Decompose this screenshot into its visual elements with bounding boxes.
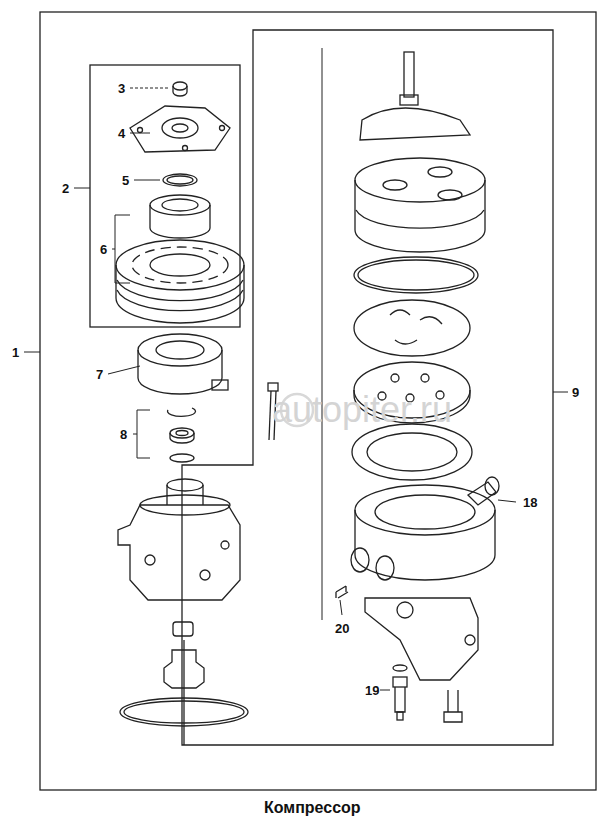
field-coil	[138, 334, 228, 394]
body-frame	[182, 30, 553, 745]
clutch-frame	[90, 65, 240, 327]
mount-parts	[336, 586, 478, 722]
leader-lines	[24, 88, 568, 690]
callout-number: 5	[122, 174, 129, 187]
valve-plates	[352, 300, 472, 480]
caption: Компрессор	[264, 800, 361, 816]
callout-number: 3	[118, 82, 125, 95]
callout-number: 8	[120, 428, 127, 441]
callout-number: 2	[62, 182, 69, 195]
callout-number: 1	[12, 346, 19, 359]
watermark: autopiter.ru	[272, 392, 452, 428]
callout-number: 19	[365, 684, 379, 697]
callout-number: 20	[335, 622, 349, 635]
callout-number: 6	[100, 243, 107, 256]
callout-number: 18	[523, 496, 537, 509]
snap-rings	[168, 408, 196, 462]
assembly-frame	[40, 12, 596, 790]
cylinder-block	[354, 52, 485, 293]
body-frame-line	[322, 48, 323, 620]
rear-head	[351, 477, 499, 580]
clutch-parts	[116, 82, 244, 323]
callout-number: 4	[118, 127, 125, 140]
callout-number: 9	[572, 386, 579, 399]
front-housing	[118, 479, 248, 745]
callout-number: 7	[96, 368, 103, 381]
